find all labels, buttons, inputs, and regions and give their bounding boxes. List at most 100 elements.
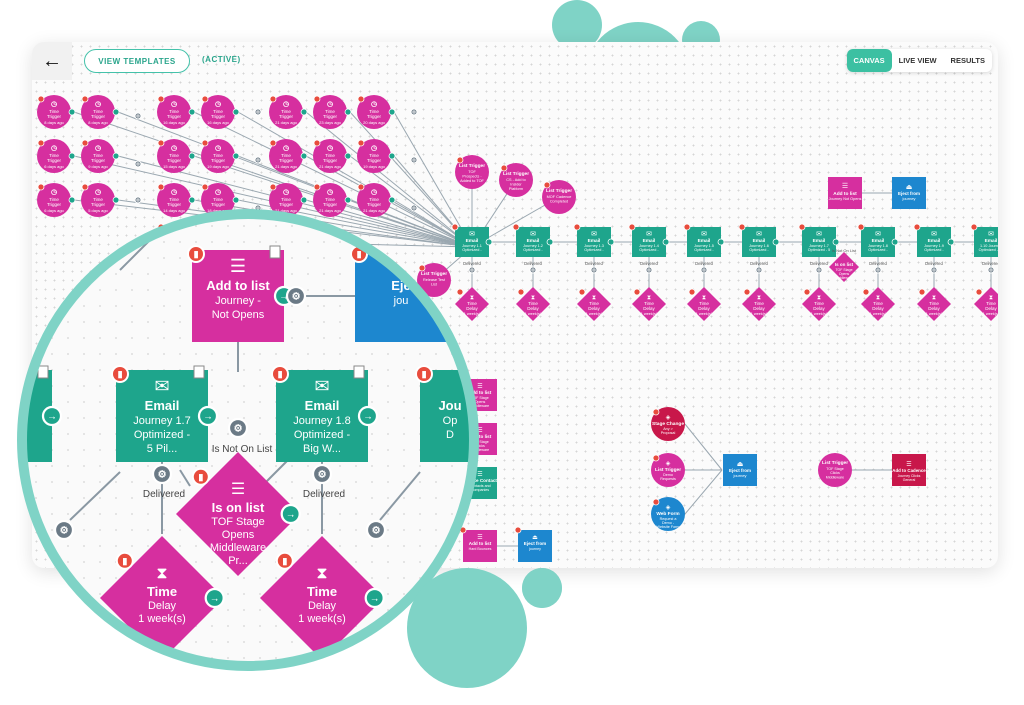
branch-settings-icon[interactable] — [700, 266, 708, 274]
delete-button[interactable] — [975, 288, 983, 296]
next-button[interactable] — [68, 108, 76, 116]
delete-button[interactable] — [803, 288, 811, 296]
next-button[interactable] — [607, 238, 615, 246]
delete-button[interactable] — [517, 288, 525, 296]
delete-button[interactable] — [798, 223, 806, 231]
branch-settings-icon[interactable] — [410, 108, 418, 116]
delete-button[interactable] — [543, 181, 551, 189]
delete-button[interactable]: ▮ — [275, 551, 294, 570]
next-button[interactable]: → — [204, 587, 225, 609]
delete-button[interactable]: ▮ — [111, 365, 129, 383]
delete-button[interactable] — [157, 95, 165, 103]
next-button[interactable] — [947, 238, 955, 246]
delete-button[interactable] — [81, 139, 89, 147]
copy-icon[interactable] — [37, 365, 49, 379]
delete-button[interactable] — [573, 223, 581, 231]
branch-settings-icon[interactable] — [930, 266, 938, 274]
next-button[interactable] — [112, 108, 120, 116]
delete-button[interactable] — [913, 223, 921, 231]
branch-settings-icon[interactable] — [874, 266, 882, 274]
delete-button[interactable] — [357, 139, 365, 147]
delete-button[interactable]: ▮ — [191, 467, 210, 486]
branch-settings-icon[interactable] — [134, 112, 142, 120]
view-templates-button[interactable]: VIEW TEMPLATES — [84, 49, 190, 73]
delete-button[interactable] — [578, 288, 586, 296]
delete-button[interactable] — [81, 95, 89, 103]
zoom-gear-icon[interactable]: ⚙ — [151, 463, 173, 485]
delete-button[interactable]: ▮ — [415, 365, 433, 383]
next-button[interactable]: → — [280, 503, 301, 525]
branch-settings-icon[interactable] — [410, 156, 418, 164]
delete-button[interactable] — [628, 223, 636, 231]
next-button[interactable] — [232, 196, 240, 204]
delete-button[interactable] — [456, 156, 464, 164]
next-button[interactable]: → — [197, 405, 219, 427]
branch-settings-icon[interactable] — [134, 196, 142, 204]
delete-button[interactable]: ▮ — [187, 245, 205, 263]
next-button[interactable] — [772, 238, 780, 246]
delete-button[interactable] — [683, 223, 691, 231]
next-button[interactable] — [188, 196, 196, 204]
delete-button[interactable] — [688, 288, 696, 296]
delete-button[interactable] — [357, 183, 365, 191]
delete-button[interactable] — [37, 95, 45, 103]
copy-icon[interactable] — [432, 245, 444, 259]
delete-button[interactable] — [514, 526, 522, 534]
delete-button[interactable] — [652, 408, 660, 416]
next-button[interactable] — [232, 108, 240, 116]
next-button[interactable] — [232, 152, 240, 160]
zoom-gear-icon[interactable]: ⚙ — [53, 519, 75, 541]
next-button[interactable] — [662, 238, 670, 246]
delete-button[interactable] — [269, 139, 277, 147]
next-button[interactable] — [388, 196, 396, 204]
next-button[interactable] — [485, 238, 493, 246]
next-button[interactable] — [188, 152, 196, 160]
next-button[interactable] — [300, 152, 308, 160]
next-button[interactable] — [344, 196, 352, 204]
copy-icon[interactable] — [353, 365, 365, 379]
tab-canvas[interactable]: CANVAS — [846, 49, 892, 72]
delete-button[interactable] — [652, 454, 660, 462]
next-button[interactable] — [300, 196, 308, 204]
delete-button[interactable] — [313, 95, 321, 103]
next-button[interactable] — [388, 152, 396, 160]
next-button[interactable] — [388, 108, 396, 116]
delete-button[interactable] — [157, 183, 165, 191]
